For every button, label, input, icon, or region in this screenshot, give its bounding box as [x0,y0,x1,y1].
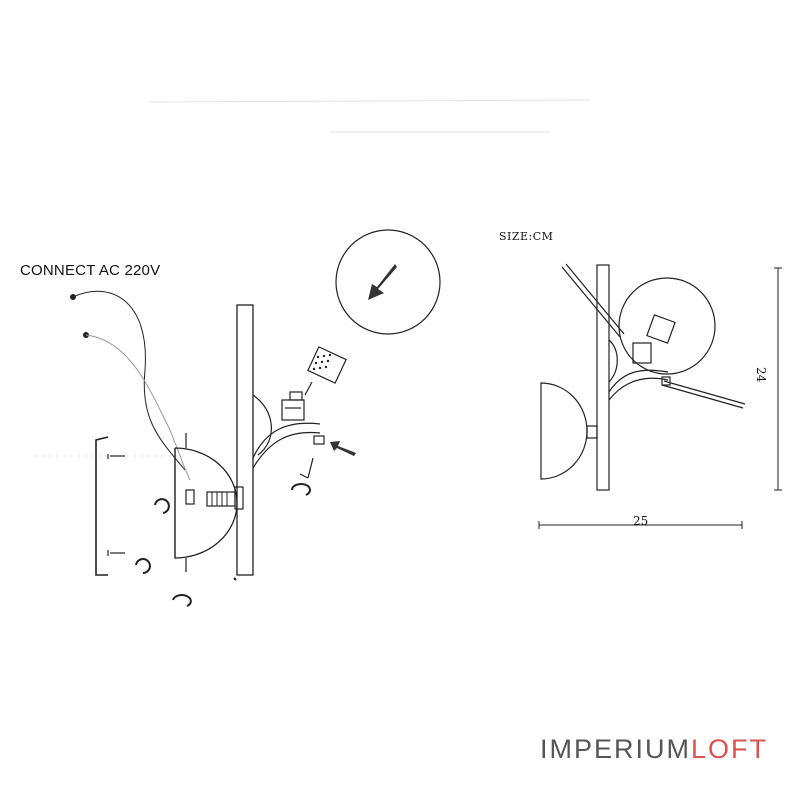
lamp-socket [281,391,325,445]
height-dimension [774,267,782,491]
lamp-bar [236,304,254,576]
globe-dim [618,277,716,375]
rotation-arrows [135,483,311,607]
g9-bulb [304,346,347,396]
hex-key [299,457,314,479]
brand-part-1: IMPERIUM [540,734,691,764]
back-shade [252,394,272,456]
mounting-bracket [95,436,109,576]
brand-logo: IMPERIUMLOFT [540,734,768,765]
lamp-arm [252,422,321,469]
lamp-bar-dim [596,264,610,491]
height-value: 24 [754,367,768,383]
width-dimension [538,521,743,529]
canopy [174,433,244,572]
rod-dim [561,263,746,409]
size-unit-label: SIZE:CM [499,230,554,243]
down-arrow-icon [368,264,397,300]
wall-screws [107,454,125,556]
supply-wires [70,290,191,481]
width-value: 25 [633,514,649,528]
dimension-view [538,263,782,529]
connect-power-label: CONNECT AC 220V [20,262,161,279]
glass-globe [335,229,441,335]
exploded-view [70,229,441,607]
insert-arrow-icon [330,441,356,456]
brand-part-2: LOFT [691,734,769,764]
canopy-dim [540,382,588,480]
